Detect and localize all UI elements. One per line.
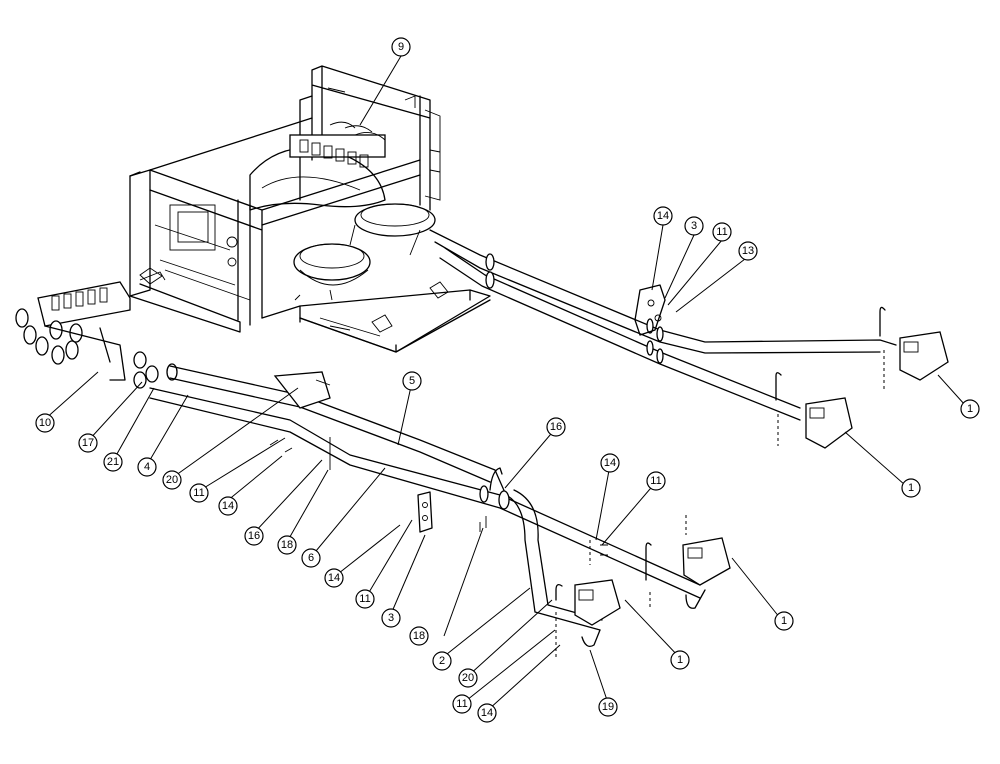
callout-11: 11 [355, 589, 375, 609]
callout-label: 14 [222, 500, 234, 512]
leader-lines [43, 55, 966, 711]
callout-label: 11 [456, 698, 467, 710]
callout-18: 18 [409, 626, 429, 646]
callout-3: 3 [381, 608, 401, 628]
callout-label: 14 [604, 457, 616, 469]
callout-label: 10 [39, 417, 51, 429]
callout-14: 14 [600, 453, 620, 473]
callout-label: 16 [248, 530, 260, 542]
callout-label: 1 [677, 654, 683, 666]
callout-5: 5 [402, 371, 422, 391]
callout-20: 20 [162, 470, 182, 490]
callout-11: 11 [189, 483, 209, 503]
callout-label: 11 [716, 226, 727, 238]
callout-14: 14 [653, 206, 673, 226]
callout-label: 1 [908, 482, 914, 494]
callout-label: 16 [550, 421, 562, 433]
callout-11: 11 [452, 694, 472, 714]
callout-label: 20 [462, 672, 474, 684]
callout-label: 1 [781, 615, 787, 627]
callout-19: 19 [598, 697, 618, 717]
callout-label: 6 [308, 552, 314, 564]
callout-9: 9 [391, 37, 411, 57]
callout-label: 2 [439, 655, 445, 667]
callout-label: 3 [691, 220, 697, 232]
callout-label: 14 [328, 572, 340, 584]
callout-14: 14 [324, 568, 344, 588]
callout-21: 21 [103, 452, 123, 472]
callout-1: 1 [901, 478, 921, 498]
callout-label: 13 [742, 245, 754, 257]
callout-20: 20 [458, 668, 478, 688]
lower-hoses [15, 281, 731, 660]
callout-label: 4 [144, 461, 150, 473]
callout-1: 1 [960, 399, 980, 419]
callout-1: 1 [670, 650, 690, 670]
upper-hoses [429, 229, 949, 449]
callout-label: 18 [413, 630, 425, 642]
callout-18: 18 [277, 535, 297, 555]
callout-label: 20 [166, 474, 178, 486]
callout-label: 14 [657, 210, 669, 222]
chassis-frame [129, 65, 491, 353]
callout-2: 2 [432, 651, 452, 671]
callout-4: 4 [137, 457, 157, 477]
callout-label: 1 [967, 403, 973, 415]
callout-label: 18 [281, 539, 293, 551]
callout-13: 13 [738, 241, 758, 261]
callout-16: 16 [546, 417, 566, 437]
callout-16: 16 [244, 526, 264, 546]
callout-10: 10 [35, 413, 55, 433]
callout-label: 14 [481, 707, 493, 719]
callout-label: 9 [398, 41, 404, 53]
callout-11: 11 [712, 222, 732, 242]
callout-label: 11 [359, 593, 370, 605]
callout-label: 11 [193, 487, 204, 499]
callout-11: 11 [646, 471, 666, 491]
callout-label: 19 [602, 701, 614, 713]
callout-label: 11 [650, 475, 661, 487]
callout-label: 21 [107, 456, 119, 468]
callout-label: 17 [82, 437, 94, 449]
callout-1: 1 [774, 611, 794, 631]
callout-14: 14 [218, 496, 238, 516]
callout-6: 6 [301, 548, 321, 568]
callout-14: 14 [477, 703, 497, 723]
callout-17: 17 [78, 433, 98, 453]
callout-label: 3 [388, 612, 394, 624]
callout-3: 3 [684, 216, 704, 236]
callout-label: 5 [409, 375, 415, 387]
